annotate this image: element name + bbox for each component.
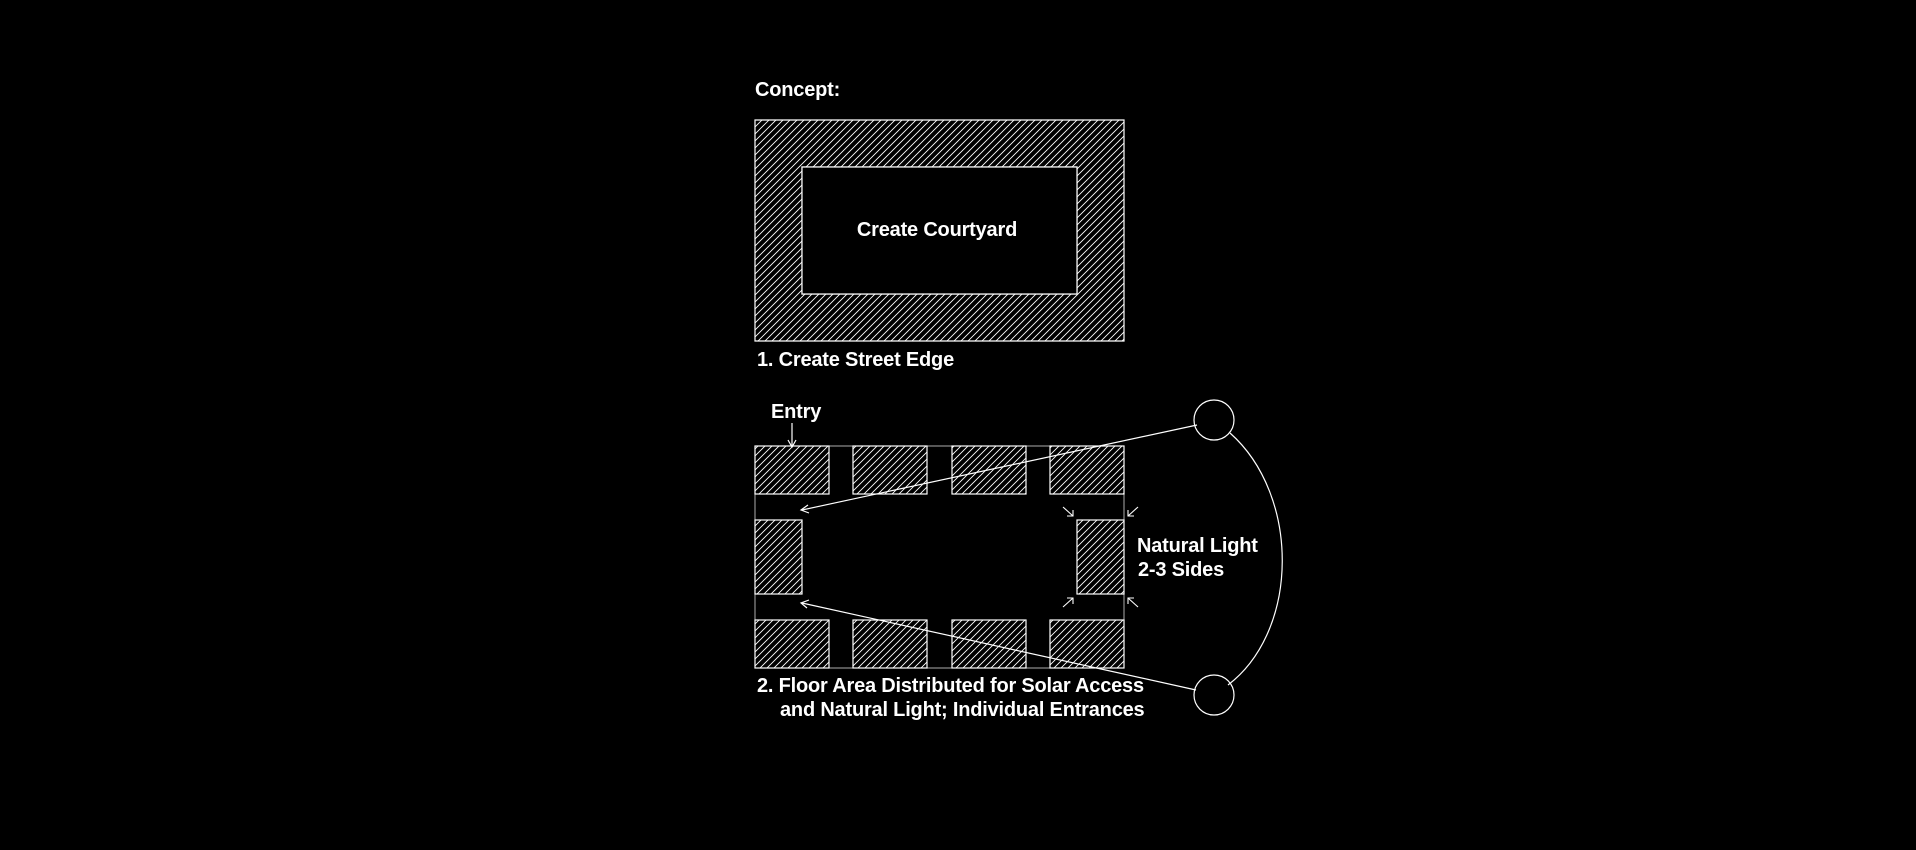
sun-arc	[1227, 432, 1283, 686]
concept-label: Concept:	[755, 79, 840, 101]
step2-label-line2: and Natural Light; Individual Entrances	[780, 699, 1145, 721]
sun-ray-bottom	[801, 602, 1197, 691]
block-left	[754, 519, 803, 595]
entry-label: Entry	[771, 401, 822, 423]
courtyard-void	[801, 166, 1078, 295]
courtyard-label: Create Courtyard	[857, 219, 1017, 241]
block-right	[1076, 519, 1125, 595]
distributed-blocks-diagram: Entry	[754, 399, 1283, 716]
block-top-2	[852, 445, 928, 495]
entry-arrow	[787, 423, 797, 449]
sun-position-top	[1193, 399, 1235, 441]
natural-light-label: Natural Light	[1137, 535, 1258, 557]
block-bottom-2	[852, 619, 928, 669]
block-top-1	[754, 445, 830, 495]
block-bottom-1	[754, 619, 830, 669]
sun-ray-top	[801, 424, 1198, 511]
block-bottom-4	[1049, 619, 1125, 669]
sun-position-bottom	[1193, 674, 1235, 716]
natural-light-sides-label: 2-3 Sides	[1138, 559, 1224, 581]
step2-label-line1: 2. Floor Area Distributed for Solar Acce…	[757, 675, 1144, 697]
entrance-arrows	[1062, 506, 1139, 608]
sun-path-diagram	[799, 399, 1283, 716]
step1-label: 1. Create Street Edge	[757, 349, 954, 371]
block-top-4	[1049, 445, 1125, 495]
street-edge-diagram: Create Courtyard	[754, 119, 1125, 342]
